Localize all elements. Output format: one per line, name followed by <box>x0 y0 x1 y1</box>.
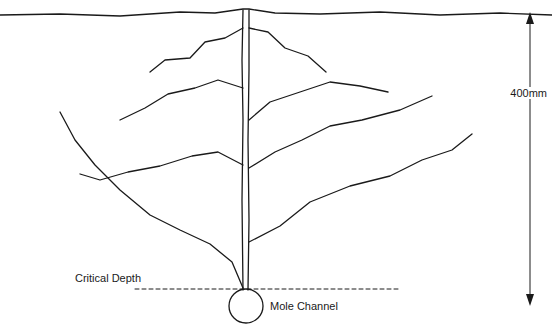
crack <box>80 152 243 180</box>
mole-channel-label: Mole Channel <box>268 300 340 312</box>
dimension-line <box>530 20 531 298</box>
critical-depth-label: Critical Depth <box>73 272 143 284</box>
slot-right-wall <box>248 10 249 290</box>
crack <box>249 134 472 242</box>
crack <box>60 112 243 288</box>
critical-depth-line <box>135 289 400 290</box>
crack <box>249 82 388 120</box>
dimension-label: 400mm <box>508 87 549 99</box>
soil-surface <box>0 9 552 16</box>
crack <box>249 28 326 72</box>
slot-left-wall <box>242 10 243 290</box>
dimension-arrowhead <box>526 294 534 306</box>
crack <box>150 28 243 72</box>
dimension-arrowhead <box>526 12 534 24</box>
crack <box>120 80 243 120</box>
mole-channel-circle <box>229 289 263 323</box>
crack <box>249 96 432 168</box>
